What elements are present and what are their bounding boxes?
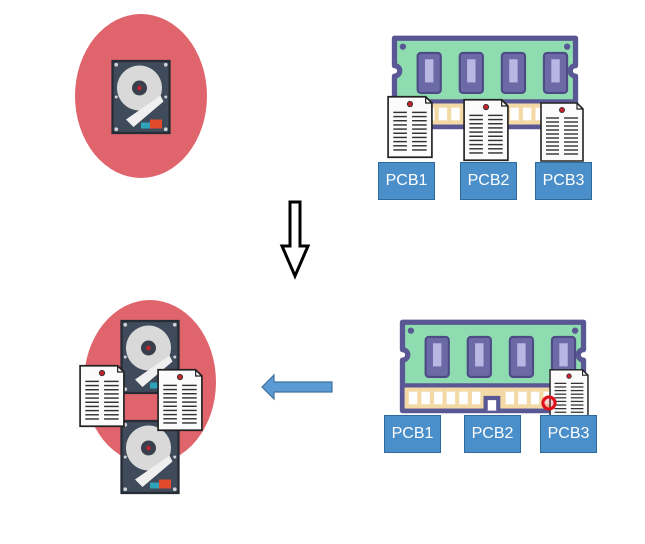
hard-disk-icon (111, 44, 171, 150)
pcb-box-3: PCB3 (540, 415, 597, 453)
down-arrow-outline-icon (279, 200, 311, 280)
process-document-icon (386, 92, 434, 162)
left-arrow-icon (261, 373, 333, 401)
red-pointer-dot-icon (541, 395, 557, 411)
process-document-icon (462, 97, 510, 163)
top-disk (74, 14, 208, 180)
pcb-box-2: PCB2 (464, 415, 521, 453)
swapped-document-icon (78, 362, 126, 430)
pcb-box-1: PCB1 (378, 162, 435, 200)
pcb-box-3: PCB3 (535, 162, 592, 200)
pcb-box-1: PCB1 (384, 415, 441, 453)
process-document-icon (538, 101, 586, 163)
pcb-box-2: PCB2 (460, 162, 517, 200)
swapped-document-icon (156, 366, 204, 434)
